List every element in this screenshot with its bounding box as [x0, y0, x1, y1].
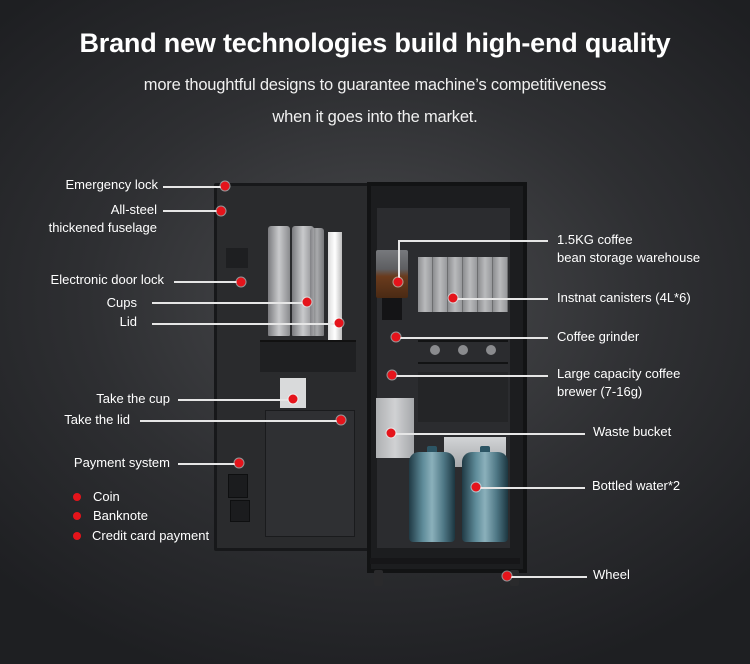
callout-take-the-lid: Take the lid	[64, 412, 130, 427]
leader-cups	[152, 302, 307, 304]
marker-waste-bucket	[386, 428, 396, 438]
mixing-nozzle-3	[486, 345, 496, 355]
marker-emergency-lock	[220, 181, 230, 191]
marker-all-steel	[216, 206, 226, 216]
callout-instant-canisters: Instnat canisters (4L*6)	[557, 290, 691, 305]
leader-take-the-cup	[178, 399, 293, 401]
marker-payment-system	[234, 458, 244, 468]
marker-brewer	[387, 370, 397, 380]
cup-stack-1	[268, 226, 290, 336]
callout-brewer-1: Large capacity coffee	[557, 366, 681, 381]
callout-lid: Lid	[119, 314, 137, 329]
subtitle-line-1: more thoughtful designs to guarantee mac…	[143, 76, 607, 94]
door-lock-bracket	[226, 248, 248, 268]
leader-bean-storage	[398, 240, 548, 242]
door-panel-lower	[265, 410, 355, 537]
marker-take-the-lid	[336, 415, 346, 425]
leader-payment-system	[178, 463, 239, 465]
bullet-credit-card	[73, 532, 81, 540]
mixing-nozzle-1	[430, 345, 440, 355]
leader-electronic-door-lock	[174, 281, 241, 283]
bean-hopper	[376, 250, 408, 298]
callout-brewer-2: brewer (7-16g)	[557, 384, 643, 399]
marker-cups	[302, 297, 312, 307]
leader-emergency-lock	[163, 186, 225, 188]
callout-waste-bucket: Waste bucket	[593, 424, 672, 439]
cup-tray	[260, 340, 356, 372]
leader-bottled-water	[476, 487, 585, 489]
marker-wheel	[502, 571, 512, 581]
leader-waste-bucket	[391, 433, 585, 435]
marker-instant-canisters	[448, 293, 458, 303]
subtitle-line-2: when it goes into the market.	[272, 108, 478, 126]
grinder-unit	[382, 298, 402, 320]
callout-all-steel-1: All-steel	[110, 202, 157, 217]
leader-bean-storage-vertical	[398, 240, 400, 282]
callout-bean-storage-1: 1.5KG coffee	[557, 232, 633, 247]
leader-take-the-lid	[140, 420, 341, 422]
lid-column	[328, 232, 342, 344]
bottle-1-neck	[427, 446, 437, 456]
callout-emergency-lock: Emergency lock	[65, 177, 158, 192]
water-bottle-2	[462, 452, 508, 542]
marker-coffee-grinder	[391, 332, 401, 342]
canister-1	[418, 257, 433, 312]
water-bottle-1	[409, 452, 455, 542]
callout-wheel: Wheel	[593, 567, 630, 582]
marker-electronic-door-lock	[236, 277, 246, 287]
leader-instant-canisters	[453, 298, 548, 300]
canister-2	[433, 257, 448, 312]
bullet-coin	[73, 493, 81, 501]
banknote-slot	[230, 500, 250, 522]
cabinet-base	[370, 558, 520, 564]
brewer-shelf	[418, 362, 508, 364]
callout-electronic-door-lock: Electronic door lock	[50, 272, 164, 287]
callout-take-the-cup: Take the cup	[96, 391, 170, 406]
cup-stack-2	[292, 226, 314, 336]
marker-bean-storage	[393, 277, 403, 287]
leader-all-steel	[163, 210, 221, 212]
leader-brewer	[392, 375, 548, 377]
mixing-shelf	[418, 340, 508, 342]
payment-option-banknote: Banknote	[93, 508, 148, 523]
callout-all-steel-2: thickened fuselage	[48, 220, 157, 235]
mixing-nozzle-2	[458, 345, 468, 355]
wheel-right	[510, 570, 519, 586]
callout-bottled-water: Bottled water*2	[592, 478, 681, 493]
payment-option-credit-card: Credit card payment	[92, 528, 210, 543]
waste-bucket-shape	[376, 398, 414, 458]
payment-option-coin: Coin	[93, 489, 120, 504]
bullet-banknote	[73, 512, 81, 520]
cup-stack-3	[310, 228, 324, 336]
leader-lid	[152, 323, 339, 325]
canister-4	[463, 257, 478, 312]
page-title: Brand new technologies build high-end qu…	[79, 28, 671, 58]
leader-wheel	[507, 576, 587, 578]
canister-3	[448, 257, 463, 312]
marker-bottled-water	[471, 482, 481, 492]
callout-bean-storage-2: bean storage warehouse	[557, 250, 701, 265]
wheel-left	[374, 570, 383, 586]
bottle-2-neck	[480, 446, 490, 456]
canister-5	[478, 257, 493, 312]
marker-lid	[334, 318, 344, 328]
canister-6	[493, 257, 508, 312]
cup-dispenser-window	[280, 378, 306, 408]
callout-cups: Cups	[106, 295, 137, 310]
marker-take-the-cup	[288, 394, 298, 404]
leader-coffee-grinder	[396, 337, 548, 339]
callout-payment-system: Payment system	[73, 455, 170, 470]
brewer-unit	[418, 372, 508, 422]
coin-slot	[228, 474, 248, 498]
callout-coffee-grinder: Coffee grinder	[557, 329, 640, 344]
